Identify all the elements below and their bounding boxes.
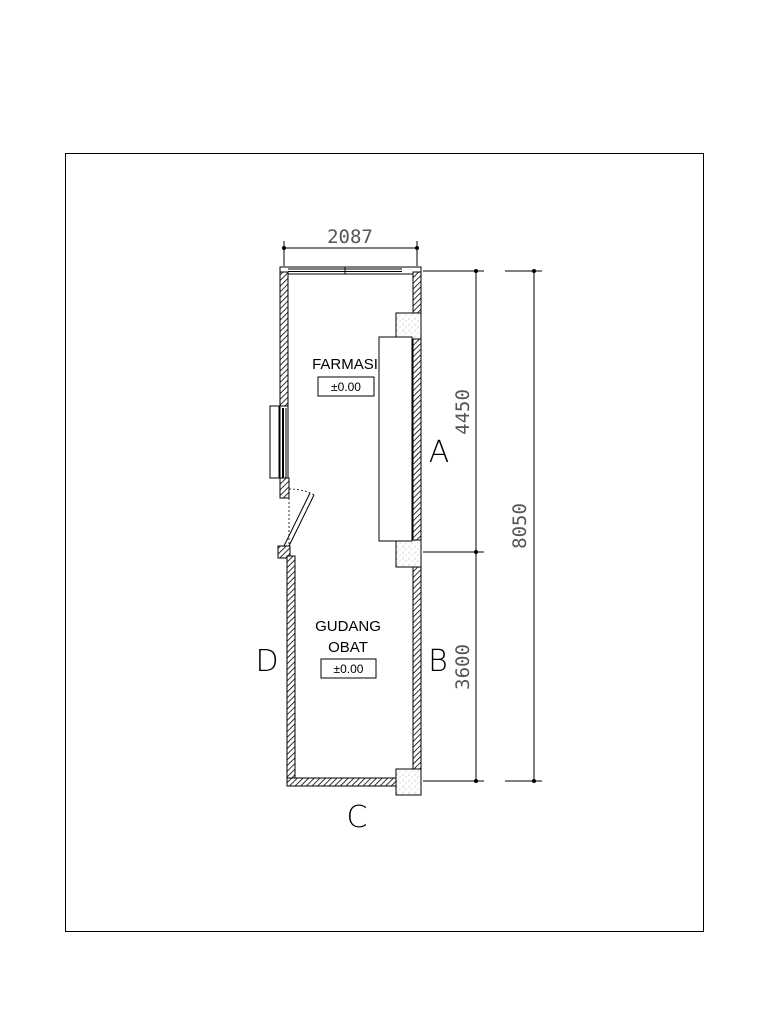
dimension-upper-label: 4450 xyxy=(452,389,474,435)
left-wall-lower xyxy=(286,555,296,783)
pharmacy-counter xyxy=(378,336,413,542)
right-wall xyxy=(412,271,422,783)
column-middle xyxy=(395,539,422,568)
dimension-total-label: 8050 xyxy=(509,503,531,549)
dimension-lower-label: 3600 xyxy=(452,644,474,690)
column-top xyxy=(395,312,422,340)
room-label-gudang: GUDANG xyxy=(315,618,381,635)
dimension-segments xyxy=(423,269,484,783)
level-box-gudang xyxy=(320,658,377,679)
level-label-farmasi: ±0.00 xyxy=(331,380,361,394)
dimension-width xyxy=(282,241,419,266)
column-bottom xyxy=(395,768,422,796)
axis-label-b: B xyxy=(428,644,448,679)
level-box-farmasi xyxy=(317,376,375,397)
room-label-obat: OBAT xyxy=(328,639,368,656)
drawing-frame xyxy=(65,153,704,932)
dimension-total xyxy=(505,269,542,783)
bottom-wall xyxy=(286,777,413,787)
top-wall-window xyxy=(279,266,422,275)
dimension-width-label: 2087 xyxy=(327,226,373,248)
room-label-farmasi: FARMASI xyxy=(312,356,378,373)
swing-door xyxy=(277,488,315,559)
axis-label-a: A xyxy=(429,435,450,470)
axis-label-c: C xyxy=(347,800,368,835)
left-wall-opening xyxy=(269,405,290,499)
left-wall-upper xyxy=(279,271,289,407)
axis-label-d: D xyxy=(255,644,278,679)
level-label-gudang: ±0.00 xyxy=(334,662,364,676)
